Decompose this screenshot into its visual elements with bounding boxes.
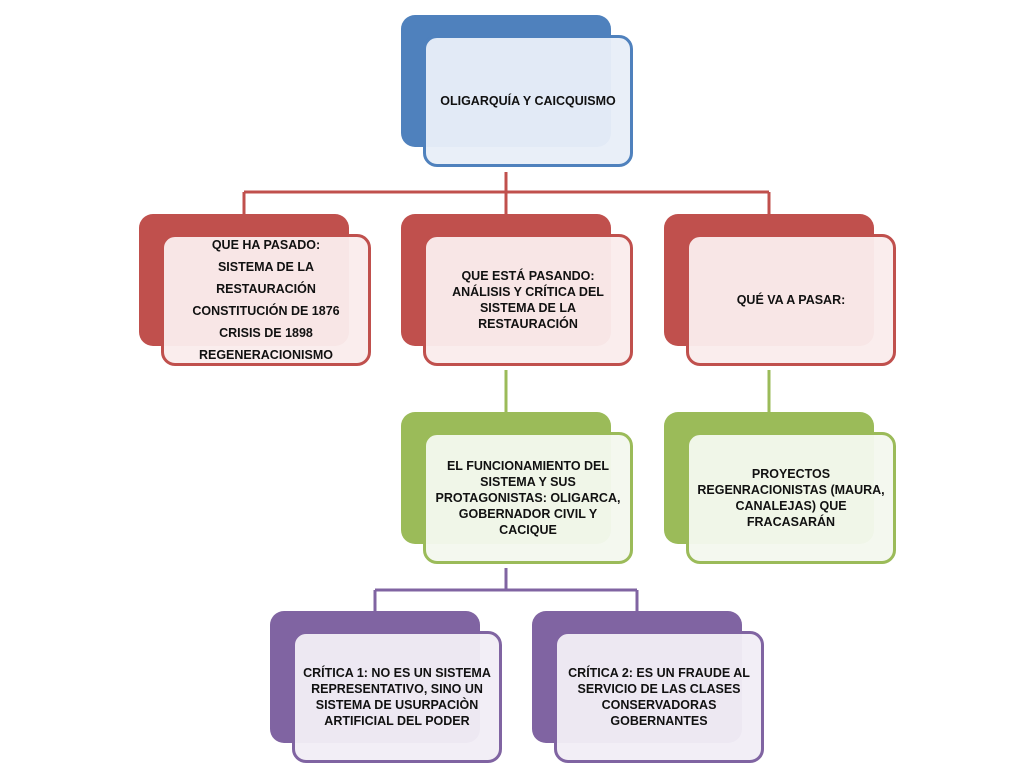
node-past-line-1: QUE HA PASADO:	[211, 238, 321, 252]
node-future-label: QUÉ VA A PASAR:	[736, 293, 846, 307]
node-root-box: OLIGARQUÍA Y CAICQUISMO	[423, 35, 633, 167]
node-projects-label: PROYECTOS REGENRACIONISTAS (MAURA, CANAL…	[697, 467, 885, 529]
node-past-line-5: REGENERACIONISMO	[198, 348, 334, 362]
green-connectors	[504, 370, 771, 412]
purple-connectors	[373, 568, 639, 611]
node-future-box: QUÉ VA A PASAR:	[686, 234, 896, 366]
node-present-label: QUE ESTÁ PASANDO: ANÁLISIS Y CRÍTICA DEL…	[452, 269, 604, 331]
node-past-line-4: CRISIS DE 1898	[219, 326, 313, 340]
node-projects-box: PROYECTOS REGENRACIONISTAS (MAURA, CANAL…	[686, 432, 896, 564]
node-functioning-box: EL FUNCIONAMIENTO DEL SISTEMA Y SUS PROT…	[423, 432, 633, 564]
node-past-box: QUE HA PASADO: SISTEMA DE LA RESTAURACIÓ…	[161, 234, 371, 366]
node-critique1-box: CRÍTICA 1: NO ES UN SISTEMA REPRESENTATI…	[292, 631, 502, 763]
node-past-line-3: CONSTITUCIÓN DE 1876	[192, 304, 340, 318]
node-critique1-label: CRÍTICA 1: NO ES UN SISTEMA REPRESENTATI…	[303, 666, 491, 728]
node-present-box: QUE ESTÁ PASANDO: ANÁLISIS Y CRÍTICA DEL…	[423, 234, 633, 366]
node-critique2-box: CRÍTICA 2: ES UN FRAUDE AL SERVICIO DE L…	[554, 631, 764, 763]
node-root-label: OLIGARQUÍA Y CAICQUISMO	[440, 94, 616, 108]
red-connectors	[242, 172, 771, 214]
node-critique2-label: CRÍTICA 2: ES UN FRAUDE AL SERVICIO DE L…	[568, 666, 750, 728]
node-functioning-label: EL FUNCIONAMIENTO DEL SISTEMA Y SUS PROT…	[435, 459, 621, 537]
node-past-line-2: SISTEMA DE LA RESTAURACIÓN	[216, 260, 316, 296]
